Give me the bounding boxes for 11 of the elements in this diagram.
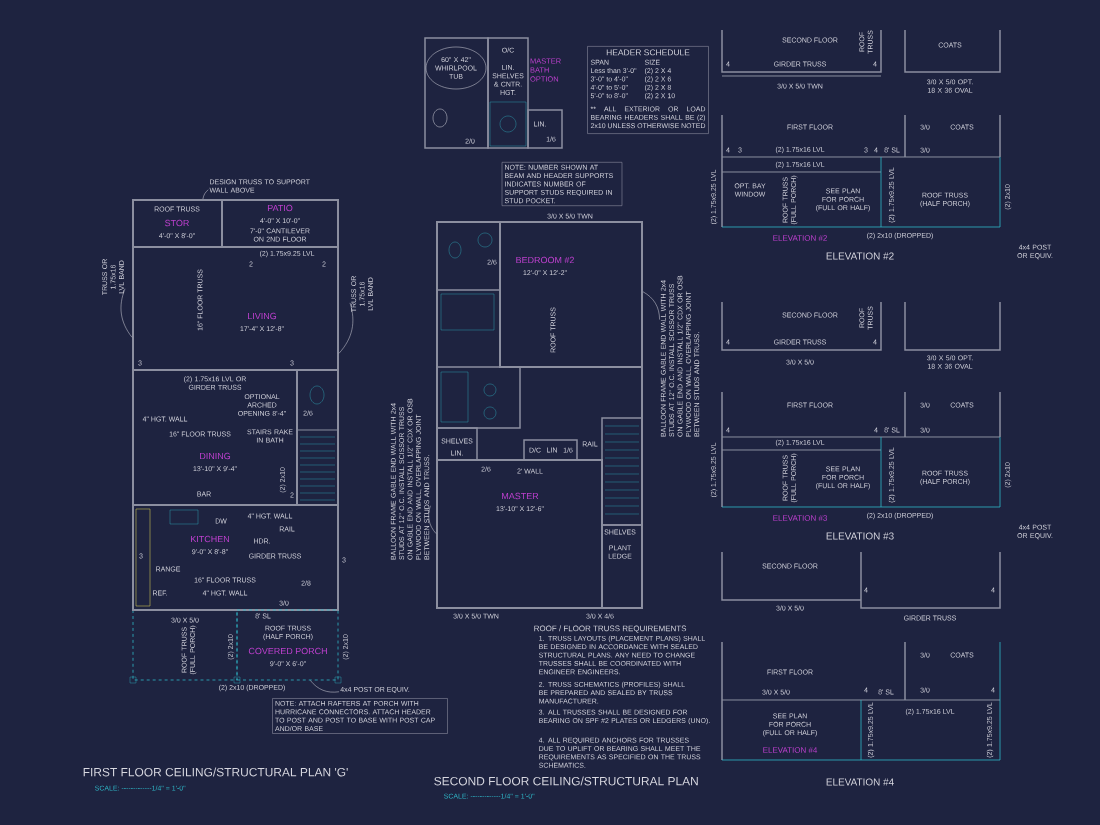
leader-line bbox=[428, 505, 437, 534]
plan-title: FIRST FLOOR CEILING/STRUCTURAL PLAN 'G' bbox=[83, 767, 348, 777]
leader-line bbox=[310, 680, 340, 693]
elevation-title: ELEVATION #2 bbox=[826, 252, 894, 260]
leader-line bbox=[642, 291, 660, 320]
plan-title: SECOND FLOOR CEILING/STRUCTURAL PLAN bbox=[434, 776, 698, 786]
leader-line bbox=[202, 189, 209, 200]
leader-line bbox=[120, 288, 133, 338]
elevation-title: ELEVATION #4 bbox=[826, 778, 894, 786]
leader-line bbox=[338, 302, 354, 354]
elevation-title: ELEVATION #3 bbox=[826, 532, 894, 540]
